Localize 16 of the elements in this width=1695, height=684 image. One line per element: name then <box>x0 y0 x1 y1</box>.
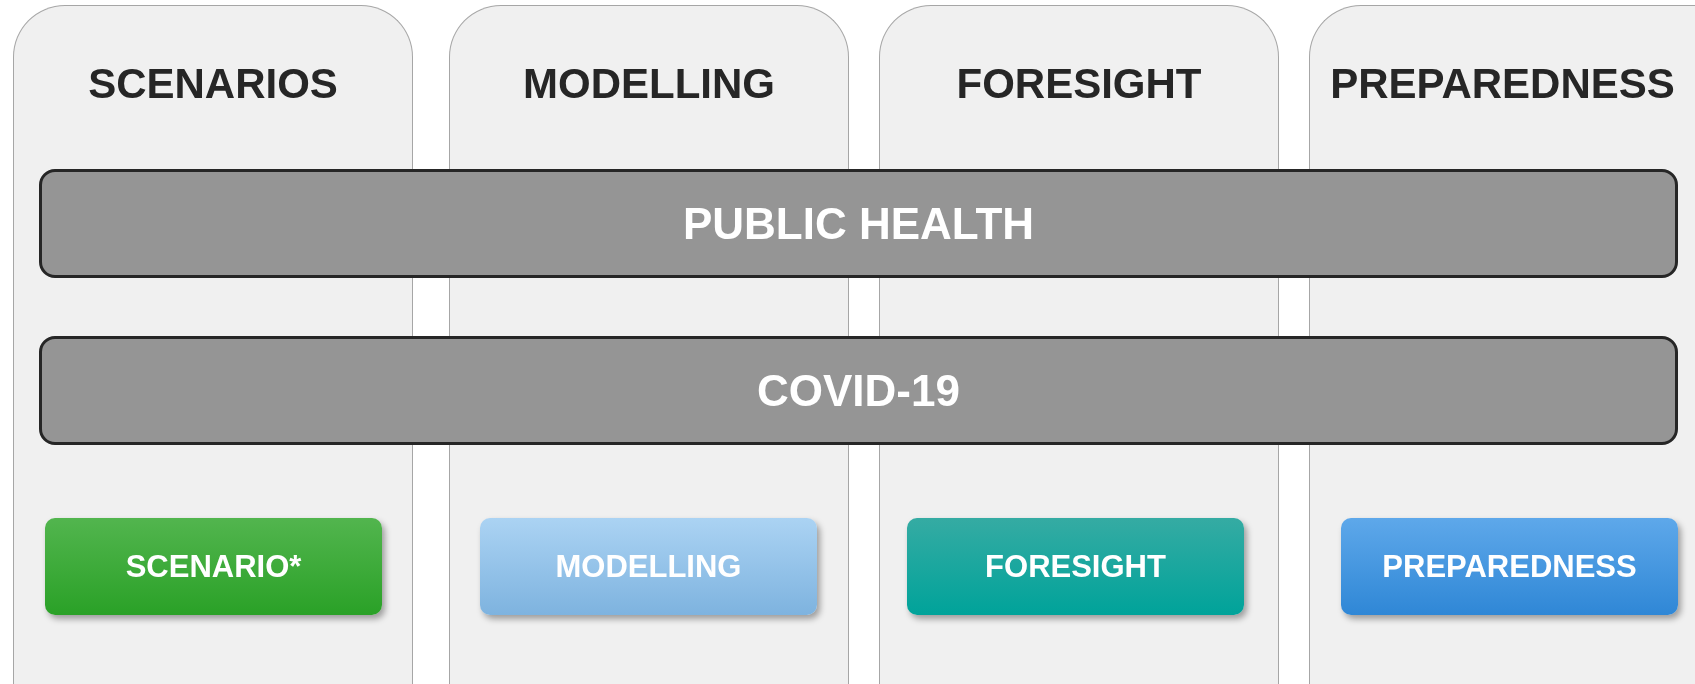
category-tag <box>480 518 817 615</box>
band-bar <box>39 169 1678 278</box>
tag-label: PREPAREDNESS <box>1382 548 1637 585</box>
category-tag <box>1341 518 1678 615</box>
category-tag <box>45 518 382 615</box>
tag-label: SCENARIO* <box>125 548 302 585</box>
band-label: PUBLIC HEALTH <box>682 198 1035 249</box>
column-heading: FORESIGHT <box>956 59 1202 109</box>
column-heading: MODELLING <box>523 59 775 109</box>
column-heading: PREPAREDNESS <box>1330 59 1675 109</box>
category-tag <box>907 518 1244 615</box>
band-label: COVID-19 <box>757 365 960 416</box>
column-heading: SCENARIOS <box>88 59 338 109</box>
tag-label: MODELLING <box>555 548 742 585</box>
tag-label: FORESIGHT <box>985 548 1166 585</box>
band-bar <box>39 336 1678 445</box>
